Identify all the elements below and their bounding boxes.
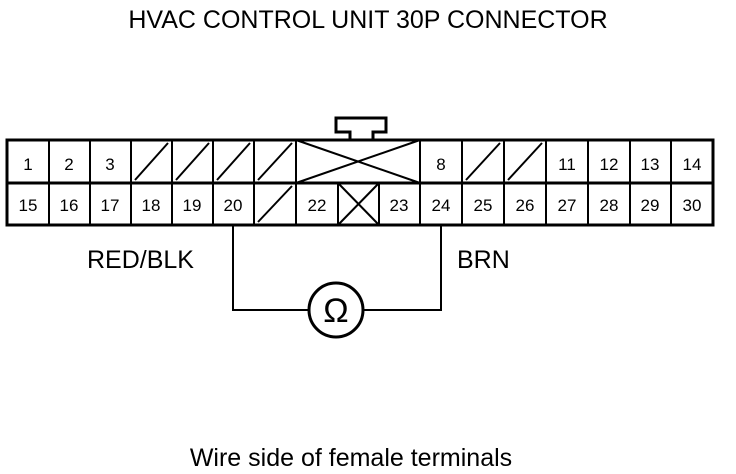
pin-label: 23 (390, 196, 409, 215)
pin-label: 11 (558, 155, 576, 174)
unused-cavity-mark (257, 185, 293, 223)
pin-label: 28 (600, 196, 619, 215)
pin-label: 19 (183, 196, 202, 215)
pin-label: 27 (558, 196, 577, 215)
diagram-caption: Wire side of female terminals (190, 444, 512, 472)
wire-color-left: RED/BLK (87, 246, 194, 274)
unused-cavity-mark (507, 142, 543, 181)
pin-label: 2 (64, 155, 73, 174)
pin-label: 15 (19, 196, 38, 215)
connector-body (5, 116, 715, 227)
pin-label: 1 (23, 155, 32, 174)
test-circuit (232, 225, 442, 311)
probe-wire-left (232, 225, 309, 311)
pin-label: 30 (683, 196, 702, 215)
unused-cavity-mark (175, 142, 210, 181)
pin-numbers-top: 1 2 3 8 11 12 13 14 (23, 155, 701, 174)
unused-cavity-mark (134, 142, 169, 181)
pin-label: 20 (224, 196, 243, 215)
pin-label: 25 (474, 196, 493, 215)
pin-label: 22 (308, 196, 327, 215)
wire-color-right: BRN (457, 246, 510, 274)
unused-cavity-mark (465, 142, 501, 181)
pin-label: 29 (641, 196, 660, 215)
pin-label: 12 (600, 155, 619, 174)
pin-label: 24 (432, 196, 451, 215)
unused-cavity-mark (257, 142, 293, 181)
pin-label: 13 (641, 155, 660, 174)
ohmmeter-icon: Ω (307, 281, 365, 339)
connector-cell-lines (48, 139, 672, 226)
ohm-symbol: Ω (323, 292, 348, 330)
connector-lock-tab (334, 116, 388, 140)
diagram-title: HVAC CONTROL UNIT 30P CONNECTOR (128, 6, 607, 34)
pin-label: 26 (516, 196, 535, 215)
pin-label: 3 (105, 155, 114, 174)
pin-numbers-bottom: 15 16 17 18 19 20 22 23 24 25 26 27 28 2… (19, 196, 702, 215)
pin-label: 18 (142, 196, 161, 215)
blocked-cavity-mark (337, 182, 380, 226)
pin-label: 17 (101, 196, 120, 215)
blocked-cavity-mark (295, 139, 421, 184)
pin-label: 14 (683, 155, 702, 174)
pin-label: 16 (60, 196, 79, 215)
pin-label: 8 (436, 155, 445, 174)
probe-wire-right (364, 225, 442, 311)
unused-cavity-mark (216, 142, 251, 181)
